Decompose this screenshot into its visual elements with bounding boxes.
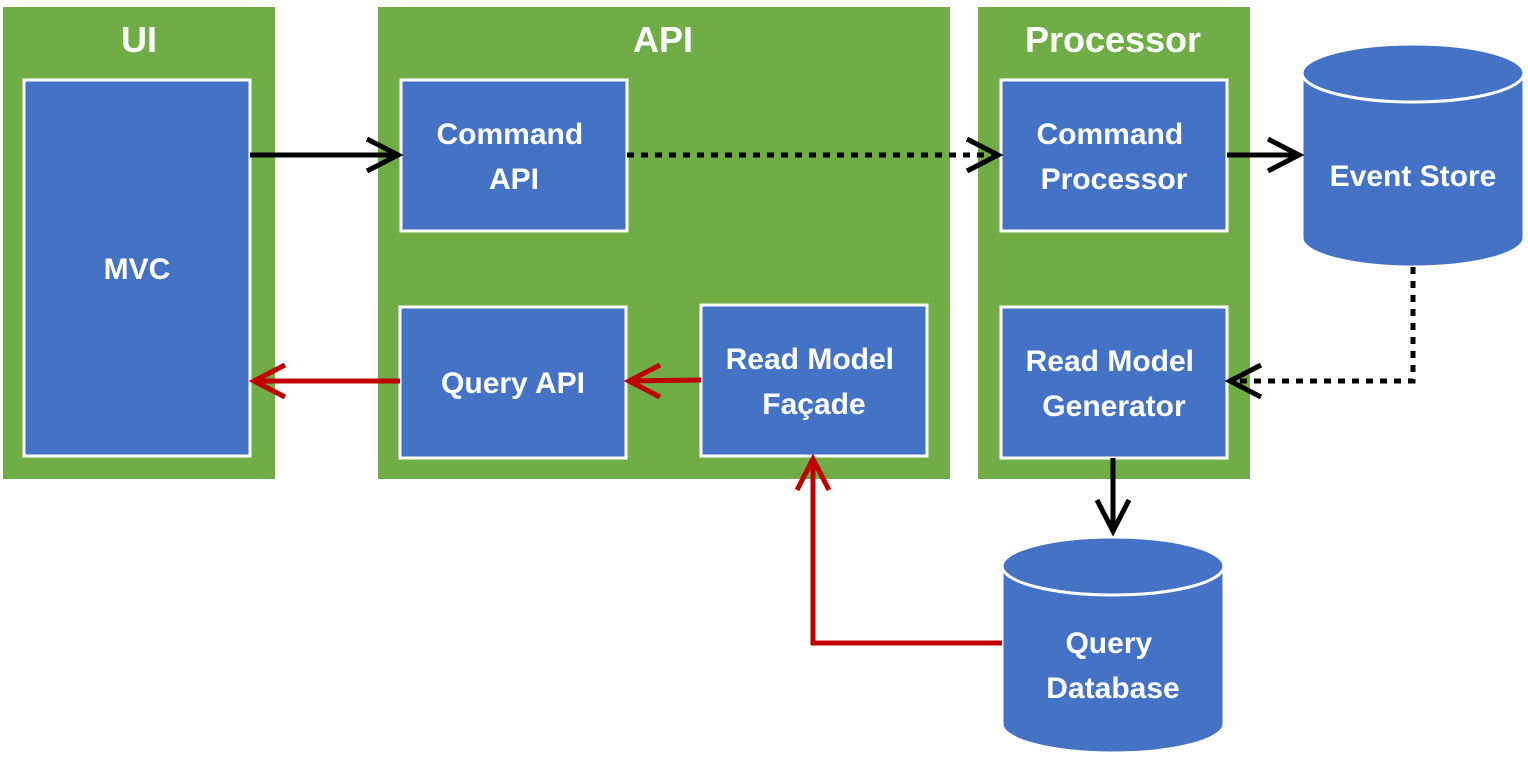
read-model-generator-label: Read Model Generator — [1026, 345, 1203, 423]
event-store-cylinder-top — [1300, 42, 1526, 104]
query-api-box — [398, 305, 628, 460]
command-api-box — [399, 78, 629, 233]
arrow-query-api-to-mvc — [248, 362, 400, 400]
query-database-label-line: Database — [1046, 672, 1179, 705]
arrow-command-api-to-command-processor — [627, 136, 1004, 174]
api-group-title: API — [633, 19, 693, 60]
query-database-label-line: Query — [1065, 627, 1152, 660]
query-database-node: Query Database — [1000, 535, 1226, 755]
read-model-facade-label: Read Model Façade — [726, 343, 903, 421]
mvc-label-line: MVC — [104, 253, 171, 286]
command-api-label-line: API — [489, 163, 539, 196]
event-store-label: Event Store — [1330, 160, 1497, 193]
command-api-node: Command API — [399, 78, 629, 233]
query-database-label: Query Database — [1046, 627, 1179, 705]
arrow-event-store-to-read-model-generator — [1224, 267, 1416, 400]
mvc-node: MVC — [22, 78, 252, 458]
query-database-cylinder-top — [1000, 535, 1226, 597]
command-processor-label-line: Command — [1036, 118, 1183, 151]
ui-group-title: UI — [121, 19, 157, 60]
query-api-label: Query API — [441, 367, 585, 400]
command-api-label: Command API — [436, 118, 591, 196]
arrow-command-processor-to-event-store — [1227, 136, 1305, 174]
read-model-generator-node: Read Model Generator — [999, 305, 1229, 460]
processor-group-title: Processor — [1025, 19, 1201, 60]
mvc-label: MVC — [104, 253, 171, 286]
command-flow-arrows — [250, 136, 1416, 537]
read-model-generator-label-line: Read Model — [1026, 345, 1194, 378]
command-processor-node: Command Processor — [999, 78, 1229, 233]
read-model-facade-box — [699, 303, 929, 458]
read-model-facade-label-line: Read Model — [726, 343, 894, 376]
query-flow-arrows — [248, 362, 1002, 646]
arrow-read-model-facade-to-query-api — [623, 362, 702, 400]
mvc-box — [22, 78, 252, 458]
read-model-facade-label-line: Façade — [762, 388, 865, 421]
event-store-cylinder-body — [1300, 71, 1526, 269]
arrow-read-model-generator-to-query-database — [1094, 458, 1132, 537]
arrow-mvc-to-command-api — [250, 136, 404, 174]
command-processor-label: Command Processor — [1036, 118, 1191, 196]
read-model-facade-node: Read Model Façade — [699, 303, 929, 458]
arrow-query-database-to-read-model-facade — [794, 453, 1002, 646]
read-model-generator-label-line: Generator — [1042, 390, 1186, 423]
query-api-node: Query API — [398, 305, 628, 460]
command-api-label-line: Command — [436, 118, 583, 151]
read-model-generator-box — [999, 305, 1229, 460]
event-store-label-line: Event Store — [1330, 160, 1497, 193]
command-processor-label-line: Processor — [1041, 163, 1188, 196]
query-api-label-line: Query API — [441, 367, 585, 400]
event-store-node: Event Store — [1300, 42, 1526, 269]
query-database-cylinder-body — [1000, 564, 1226, 755]
command-processor-box — [999, 78, 1229, 233]
